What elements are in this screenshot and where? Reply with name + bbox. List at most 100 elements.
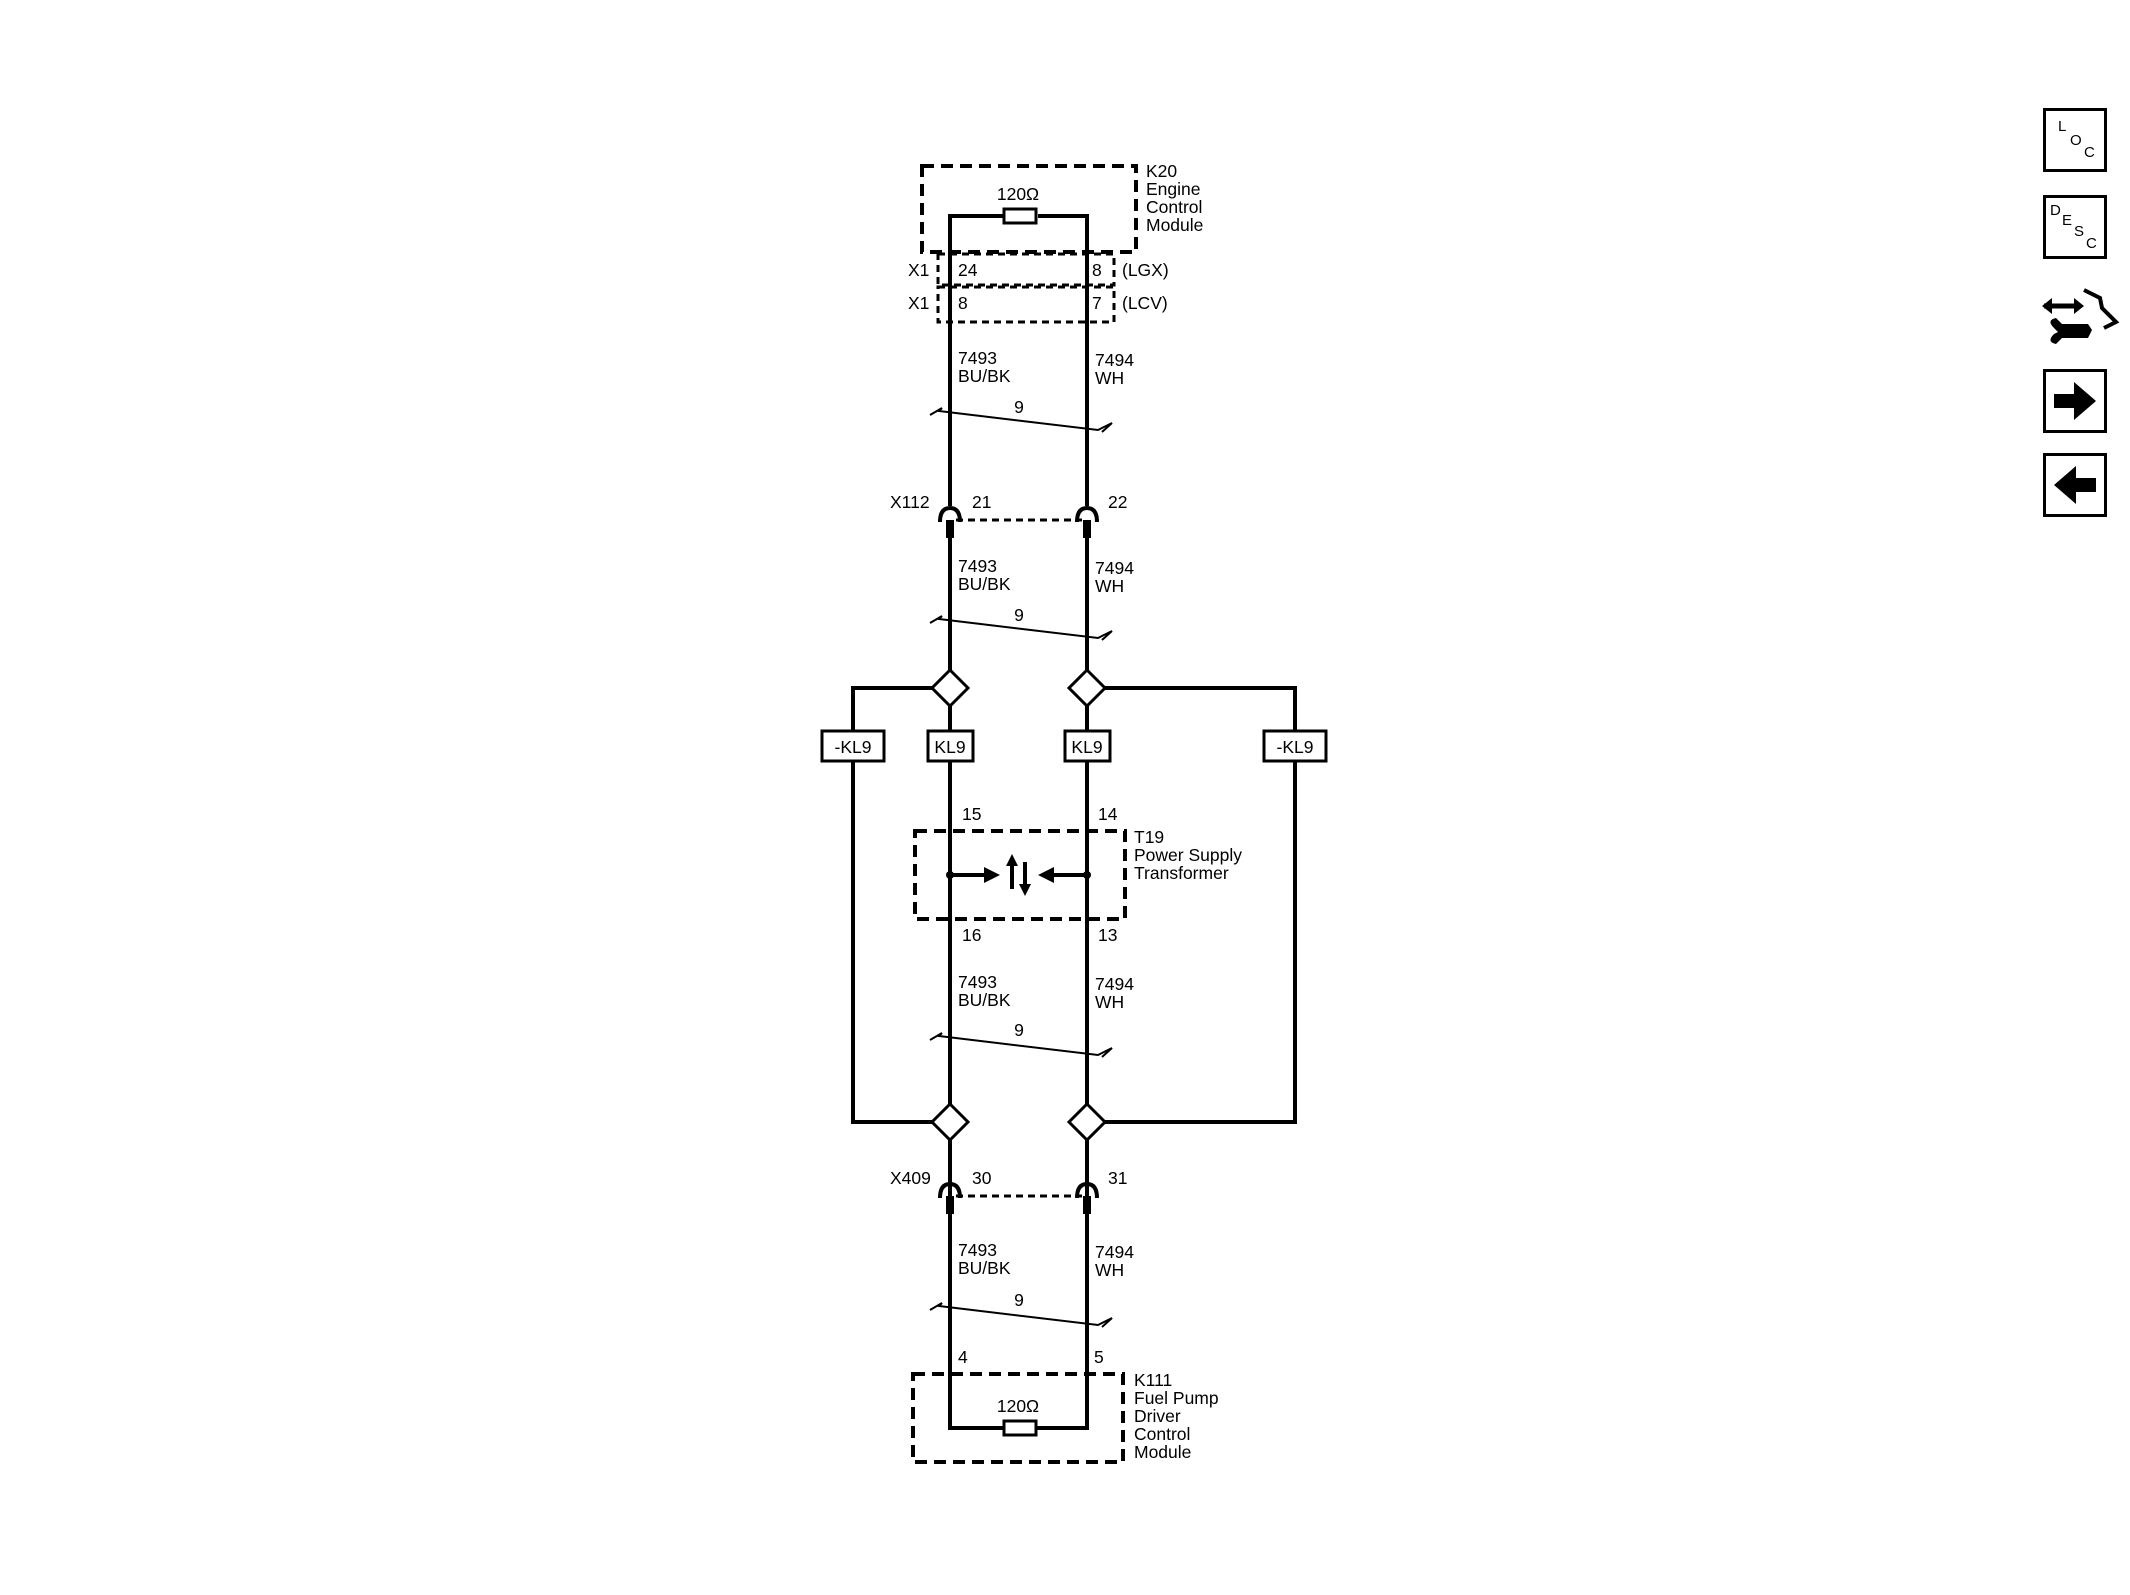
circuit-7494-number-4: 7494 bbox=[1095, 1242, 1134, 1262]
transformer-arrow-right-icon bbox=[984, 867, 1000, 883]
ecm-name-line-2: Control bbox=[1146, 197, 1202, 217]
x409-label: X409 bbox=[890, 1168, 931, 1188]
x112-pin-right: 22 bbox=[1108, 492, 1127, 512]
circuit-7493-color-1: BU/BK bbox=[958, 366, 1011, 386]
circuit-7494-color-1: WH bbox=[1095, 368, 1124, 388]
x112-label: X112 bbox=[890, 492, 930, 512]
k111-name-line-4: Module bbox=[1134, 1442, 1191, 1462]
option-bypass-left-wire[interactable] bbox=[851, 686, 932, 1124]
option-tag-outer-right-text: -KL9 bbox=[1277, 737, 1314, 757]
circuit-7493-number-4: 7493 bbox=[958, 1240, 997, 1260]
loc-letter-l: L bbox=[2058, 118, 2066, 135]
twist-count-2: 9 bbox=[1014, 605, 1024, 625]
loc-letter-c: C bbox=[2084, 144, 2095, 161]
option-tag-inner-left bbox=[926, 729, 975, 763]
previous-arrow-icon bbox=[2054, 466, 2096, 504]
ecm-name-line-3: Module bbox=[1146, 215, 1203, 235]
next-button[interactable] bbox=[2043, 369, 2107, 433]
k111-pin-5: 5 bbox=[1094, 1347, 1104, 1367]
splice-diamond-top-left bbox=[929, 667, 971, 709]
twisted-pair-symbol-2 bbox=[929, 615, 1113, 641]
x409-female-left-icon bbox=[938, 1181, 962, 1199]
x112-male-right-icon bbox=[1083, 520, 1091, 538]
circuit-7494-color-3: WH bbox=[1095, 992, 1124, 1012]
circuit-7494-number-3: 7494 bbox=[1095, 974, 1134, 994]
x409-pin-left: 30 bbox=[972, 1168, 992, 1188]
circuit-7494-color-2: WH bbox=[1095, 576, 1124, 596]
circuit-7493-number-1: 7493 bbox=[958, 348, 997, 368]
circuit-7494-number-2: 7494 bbox=[1095, 558, 1134, 578]
desc-button[interactable]: D E S C bbox=[2043, 195, 2107, 259]
x112-pin-left: 21 bbox=[972, 492, 991, 512]
x1-lcv-pin-right: 7 bbox=[1092, 293, 1102, 313]
circuit-7493-color-3: BU/BK bbox=[958, 990, 1011, 1010]
t19-name-line-1: Power Supply bbox=[1134, 845, 1242, 865]
ecm-resistor-value: 120Ω bbox=[997, 184, 1039, 204]
option-tag-outer-right bbox=[1262, 729, 1328, 763]
k111-name-line-2: Driver bbox=[1134, 1406, 1181, 1426]
twist-count-3: 9 bbox=[1014, 1020, 1024, 1040]
x1-lgx-pin-right: 8 bbox=[1092, 260, 1102, 280]
desc-letter-d: D bbox=[2050, 202, 2061, 219]
x1-lcv-pin-left: 8 bbox=[958, 293, 968, 313]
transformer-down-arrow-icon bbox=[1019, 884, 1031, 896]
t19-pin-14: 14 bbox=[1098, 804, 1118, 824]
option-tag-outer-left bbox=[820, 729, 886, 763]
previous-button[interactable] bbox=[2043, 453, 2107, 517]
ecm-ref: K20 bbox=[1146, 161, 1177, 181]
service-procedure-button[interactable] bbox=[2040, 280, 2120, 350]
x1-lgx-pin-left: 24 bbox=[958, 260, 978, 280]
circuit-7493-color-4: BU/BK bbox=[958, 1258, 1011, 1278]
twisted-pair-symbol-3 bbox=[929, 1032, 1113, 1058]
splice-diamond-bottom-right bbox=[1066, 1101, 1108, 1143]
ecm-module-box[interactable] bbox=[920, 164, 1138, 254]
connector-x1-lcv[interactable] bbox=[936, 285, 1116, 324]
option-tag-inner-left-text: KL9 bbox=[934, 737, 965, 757]
x409-pin-right: 31 bbox=[1108, 1168, 1127, 1188]
x1-lgx-variant: (LGX) bbox=[1122, 260, 1169, 280]
desc-letter-c: C bbox=[2086, 235, 2097, 252]
twist-count-1: 9 bbox=[1014, 397, 1024, 417]
x409-male-right-icon bbox=[1083, 1196, 1091, 1214]
t19-pin-16: 16 bbox=[962, 925, 981, 945]
x1-lgx-label: X1 bbox=[908, 260, 929, 280]
option-tag-outer-left-text: -KL9 bbox=[835, 737, 872, 757]
loc-letter-o: O bbox=[2070, 132, 2082, 149]
k111-name-line-3: Control bbox=[1134, 1424, 1190, 1444]
x112-female-left-icon bbox=[938, 505, 962, 523]
transformer-module-box[interactable] bbox=[913, 829, 1127, 921]
circuit-7493-number-3: 7493 bbox=[958, 972, 997, 992]
x409-male-left-icon bbox=[946, 1196, 954, 1214]
ecm-terminating-resistor bbox=[1002, 207, 1038, 225]
t19-pin-13: 13 bbox=[1098, 925, 1117, 945]
transformer-up-arrow-icon bbox=[1006, 854, 1018, 866]
x1-lcv-label: X1 bbox=[908, 293, 929, 313]
desc-letter-s: S bbox=[2074, 223, 2084, 240]
t19-name-line-2: Transformer bbox=[1134, 863, 1229, 883]
twist-count-4: 9 bbox=[1014, 1290, 1024, 1310]
ecm-name-line-1: Engine bbox=[1146, 179, 1201, 199]
t19-pin-15: 15 bbox=[962, 804, 981, 824]
x112-male-left-icon bbox=[946, 520, 954, 538]
fpdcm-module-box[interactable] bbox=[911, 1372, 1125, 1464]
twisted-pair-symbol-1 bbox=[929, 407, 1113, 433]
splice-diamond-top-right bbox=[1066, 667, 1108, 709]
twisted-pair-symbol-4 bbox=[929, 1302, 1113, 1328]
x409-female-right-icon bbox=[1075, 1181, 1099, 1199]
k111-pin-4: 4 bbox=[958, 1347, 968, 1367]
loc-button[interactable]: L O C bbox=[2043, 108, 2107, 172]
circuit-7494-color-4: WH bbox=[1095, 1260, 1124, 1280]
next-arrow-icon bbox=[2054, 382, 2096, 420]
connector-x1-lgx[interactable] bbox=[936, 252, 1116, 287]
x112-female-right-icon bbox=[1075, 505, 1099, 523]
circuit-7493-number-2: 7493 bbox=[958, 556, 997, 576]
option-bypass-right-wire[interactable] bbox=[1105, 686, 1297, 1124]
circuit-7493-color-2: BU/BK bbox=[958, 574, 1011, 594]
x1-lcv-variant: (LCV) bbox=[1122, 293, 1168, 313]
splice-diamond-bottom-left bbox=[929, 1101, 971, 1143]
service-procedure-icon bbox=[2042, 288, 2120, 344]
desc-letter-e: E bbox=[2062, 212, 2072, 229]
option-tag-inner-right bbox=[1063, 729, 1112, 763]
circuit-7494-number-1: 7494 bbox=[1095, 350, 1134, 370]
